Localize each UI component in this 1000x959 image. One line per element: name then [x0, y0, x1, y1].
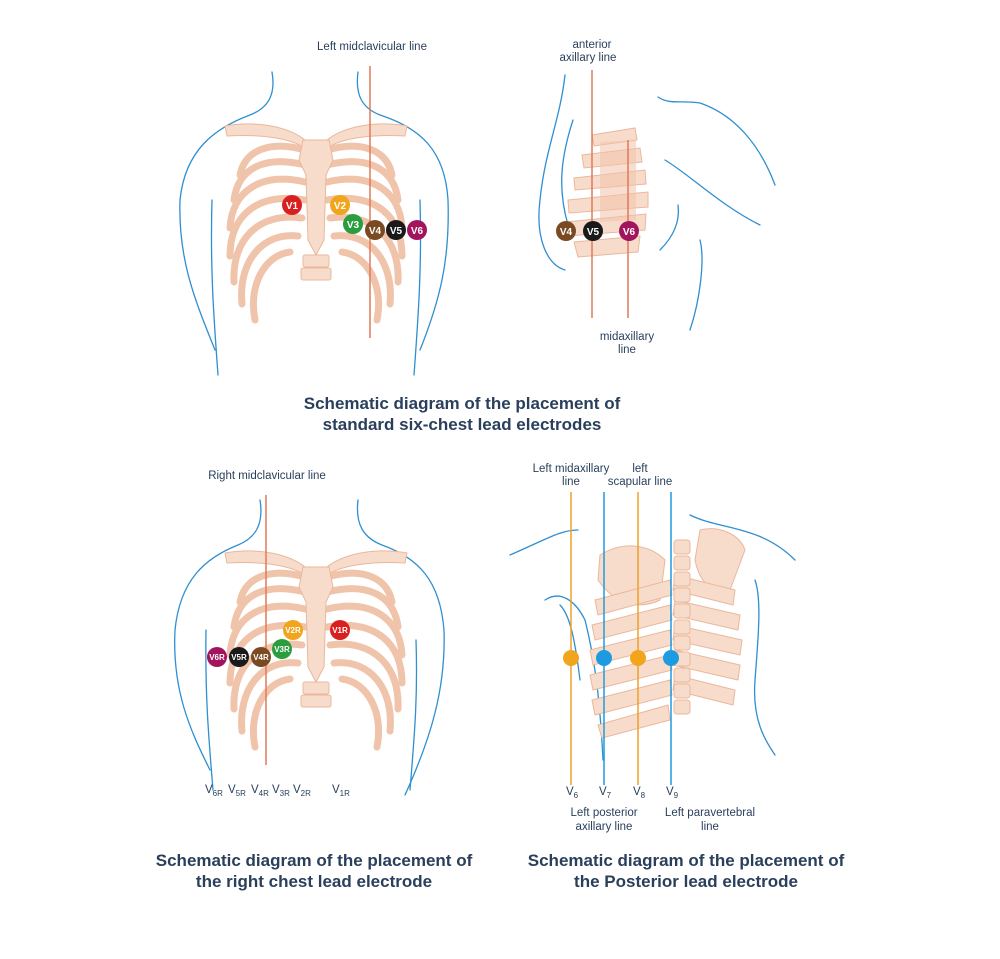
- left-midaxillary-label-2: line: [562, 476, 580, 488]
- svg-text:V5: V5: [390, 226, 403, 237]
- shoulder-outline-left: [509, 529, 579, 556]
- electrode-v3: V3: [343, 214, 363, 234]
- sternum-3: [298, 566, 334, 684]
- caption-standard-line1: Schematic diagram of the placement of: [304, 394, 621, 413]
- vertebra-3: [300, 694, 332, 708]
- arm-outline-right-4: [753, 579, 776, 756]
- bottom-label-v9: V9: [666, 786, 679, 800]
- vertebra-3: [302, 681, 330, 695]
- bottom-label-v4r: V4R: [251, 784, 269, 798]
- caption-posterior-line2: the Posterior lead electrode: [574, 872, 798, 891]
- caption-standard-line2: standard six-chest lead electrodes: [323, 415, 602, 434]
- ribcage-left: [226, 142, 309, 324]
- electrode-v6-posterior: [563, 650, 579, 666]
- anterior-axillary-label-1: anterior: [573, 39, 612, 51]
- svg-text:V5R: V5R: [231, 653, 247, 662]
- panel-posterior: Left midaxillary line left scapular line…: [509, 463, 796, 833]
- electrode-v5r: V5R: [229, 647, 249, 667]
- electrode-v8: [630, 650, 646, 666]
- svg-text:V6: V6: [411, 226, 424, 237]
- svg-text:V2R: V2R: [285, 626, 301, 635]
- left-midclavicular-line-label: Left midclavicular line: [317, 41, 427, 53]
- svg-text:V4: V4: [560, 227, 573, 238]
- posterior-axillary-label-1: Left posterior: [570, 807, 637, 819]
- electrode-v7: [596, 650, 612, 666]
- svg-text:V2: V2: [334, 201, 347, 212]
- ribcage-right-3: [323, 569, 406, 751]
- body-outline-right: [356, 71, 449, 351]
- shoulder-outline-right: [689, 514, 796, 561]
- bottom-label-v8: V8: [633, 786, 646, 800]
- caption-right-line2: the right chest lead electrode: [196, 872, 432, 891]
- torso-outline: [689, 239, 703, 331]
- paravertebral-label-1: Left paravertebral: [665, 807, 755, 819]
- body-outline-back: [538, 74, 566, 271]
- electrode-lateral-v4: V4: [556, 221, 576, 241]
- anterior-axillary-label-2: axillary line: [560, 52, 617, 64]
- chest-outline: [659, 204, 680, 251]
- caption-posterior-line1: Schematic diagram of the placement of: [528, 851, 845, 870]
- svg-text:V4R: V4R: [253, 653, 269, 662]
- armpit-outline: [559, 604, 581, 681]
- vertebra: [300, 267, 332, 281]
- bottom-label-v3r: V3R: [272, 784, 290, 798]
- svg-text:V4: V4: [369, 226, 382, 237]
- vertebra: [302, 254, 330, 268]
- electrode-v2: V2: [330, 195, 350, 215]
- panel-standard-chest: Left midclavicular line V1 V2 V3 V4 V5 V…: [179, 41, 449, 376]
- svg-text:V6R: V6R: [209, 653, 225, 662]
- midaxillary-label-2: line: [618, 344, 636, 356]
- electrode-v5: V5: [386, 220, 406, 240]
- electrode-v1r: V1R: [330, 620, 350, 640]
- midaxillary-label-1: midaxillary: [600, 331, 655, 343]
- svg-text:V3: V3: [347, 220, 360, 231]
- bottom-label-v5r: V5R: [228, 784, 246, 798]
- body-outline-right-3: [356, 499, 445, 796]
- svg-text:V1R: V1R: [332, 626, 348, 635]
- arm-line-right-3: [409, 639, 418, 791]
- bottom-label-v7: V7: [599, 786, 612, 800]
- svg-text:V5: V5: [587, 227, 600, 238]
- arm-line-left-3: [205, 629, 214, 791]
- bottom-label-v2r: V2R: [293, 784, 311, 798]
- electrode-v3r: V3R: [272, 639, 292, 659]
- electrode-v1: V1: [282, 195, 302, 215]
- electrode-v6: V6: [407, 220, 427, 240]
- bottom-label-v1r: V1R: [332, 784, 350, 798]
- sternum: [298, 139, 334, 257]
- body-outline-left: [179, 71, 274, 351]
- ribcage-right: [323, 142, 406, 324]
- posterior-axillary-label-2: axillary line: [576, 821, 633, 833]
- left-midaxillary-label-1: Left midaxillary: [533, 463, 610, 475]
- electrode-v4r: V4R: [251, 647, 271, 667]
- body-outline-inner: [561, 119, 574, 226]
- paravertebral-label-2: line: [701, 821, 719, 833]
- electrode-v6r: V6R: [207, 647, 227, 667]
- caption-right-line1: Schematic diagram of the placement of: [156, 851, 473, 870]
- left-scapular-label-1: left: [632, 463, 648, 475]
- arm-outline-top: [657, 96, 776, 186]
- svg-text:V6: V6: [623, 227, 636, 238]
- bottom-label-v6r: V6R: [205, 784, 223, 798]
- electrode-lateral-v5: V5: [583, 221, 603, 241]
- arm-outline-mid: [664, 159, 761, 226]
- body-outline-left-3: [174, 499, 262, 771]
- electrode-v4: V4: [365, 220, 385, 240]
- electrode-v9: [663, 650, 679, 666]
- bottom-label-v6: V6: [566, 786, 579, 800]
- right-midclavicular-line-label: Right midclavicular line: [208, 470, 326, 482]
- arm-line-left: [210, 199, 219, 376]
- arm-outline-left-4: [544, 595, 604, 761]
- left-scapular-label-2: scapular line: [608, 476, 673, 488]
- svg-text:V3R: V3R: [274, 645, 290, 654]
- spine: [673, 539, 691, 715]
- panel-right-chest: Right midclavicular line V6R V5R V4R V3R…: [174, 470, 445, 798]
- panel-lateral-chest: anterior axillary line midaxillary line …: [538, 39, 776, 356]
- electrode-lateral-v6: V6: [619, 221, 639, 241]
- electrode-v2r: V2R: [283, 620, 303, 640]
- svg-text:V1: V1: [286, 201, 299, 212]
